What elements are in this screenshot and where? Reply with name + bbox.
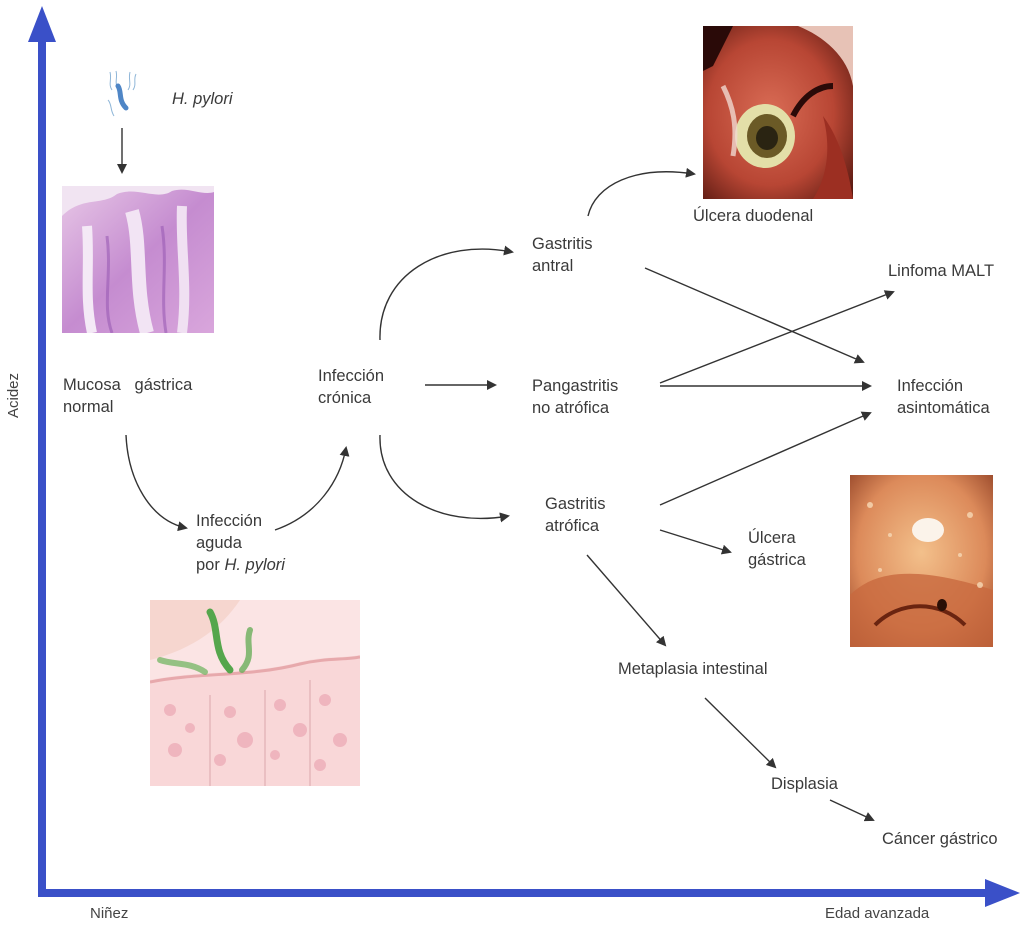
hpylori-label: H. pylori (172, 88, 233, 110)
arrow-mucosa-aguda (126, 435, 186, 528)
cancer-gastrico-label: Cáncer gástrico (882, 828, 998, 850)
acute-infection-image (150, 600, 360, 786)
infeccion-aguda-label: Infección aguda por H. pylori (196, 510, 285, 576)
arrow-cronica-atrofica (380, 435, 508, 518)
ulcera-duodenal-label: Úlcera duodenal (693, 205, 813, 227)
arrow-antral-ulcera-duodenal (588, 172, 694, 216)
arrow-pangastritis-linfoma (660, 292, 893, 383)
mucosa-normal-label: Mucosa gástrica normal (63, 374, 192, 418)
x-axis-start-label: Niñez (90, 905, 128, 922)
arrow-aguda-cronica (275, 448, 346, 530)
metaplasia-intestinal-label: Metaplasia intestinal (618, 658, 768, 680)
mucosa-histology-image (62, 186, 214, 333)
y-axis (28, 6, 56, 893)
y-axis-label: Acidez (5, 358, 22, 418)
bacteria-illustration (100, 70, 146, 118)
displasia-label: Displasia (771, 773, 838, 795)
pangastritis-label: Pangastritis no atrófica (532, 375, 618, 419)
ulcera-gastrica-label: Úlcera gástrica (748, 527, 806, 571)
arrow-atrofica-ulcera-gastrica (660, 530, 730, 552)
arrow-atrofica-metaplasia (587, 555, 665, 645)
duodenal-ulcer-image (703, 26, 853, 199)
arrow-displasia-cancer (830, 800, 873, 820)
arrow-cronica-antral (380, 249, 512, 340)
linfoma-malt-label: Linfoma MALT (888, 260, 994, 282)
arrow-atrofica-asintomatica (660, 413, 870, 505)
arrow-antral-asintomatica (645, 268, 863, 362)
gastritis-atrofica-label: Gastritis atrófica (545, 493, 606, 537)
x-axis-end-label: Edad avanzada (825, 905, 929, 922)
infeccion-cronica-label: Infección crónica (318, 365, 384, 409)
x-axis (38, 879, 1020, 907)
arrow-metaplasia-displasia (705, 698, 775, 767)
gastritis-antral-label: Gastritis antral (532, 233, 593, 277)
infeccion-asintomatica-label: Infección asintomática (897, 375, 990, 419)
gastric-ulcer-image (850, 475, 993, 647)
